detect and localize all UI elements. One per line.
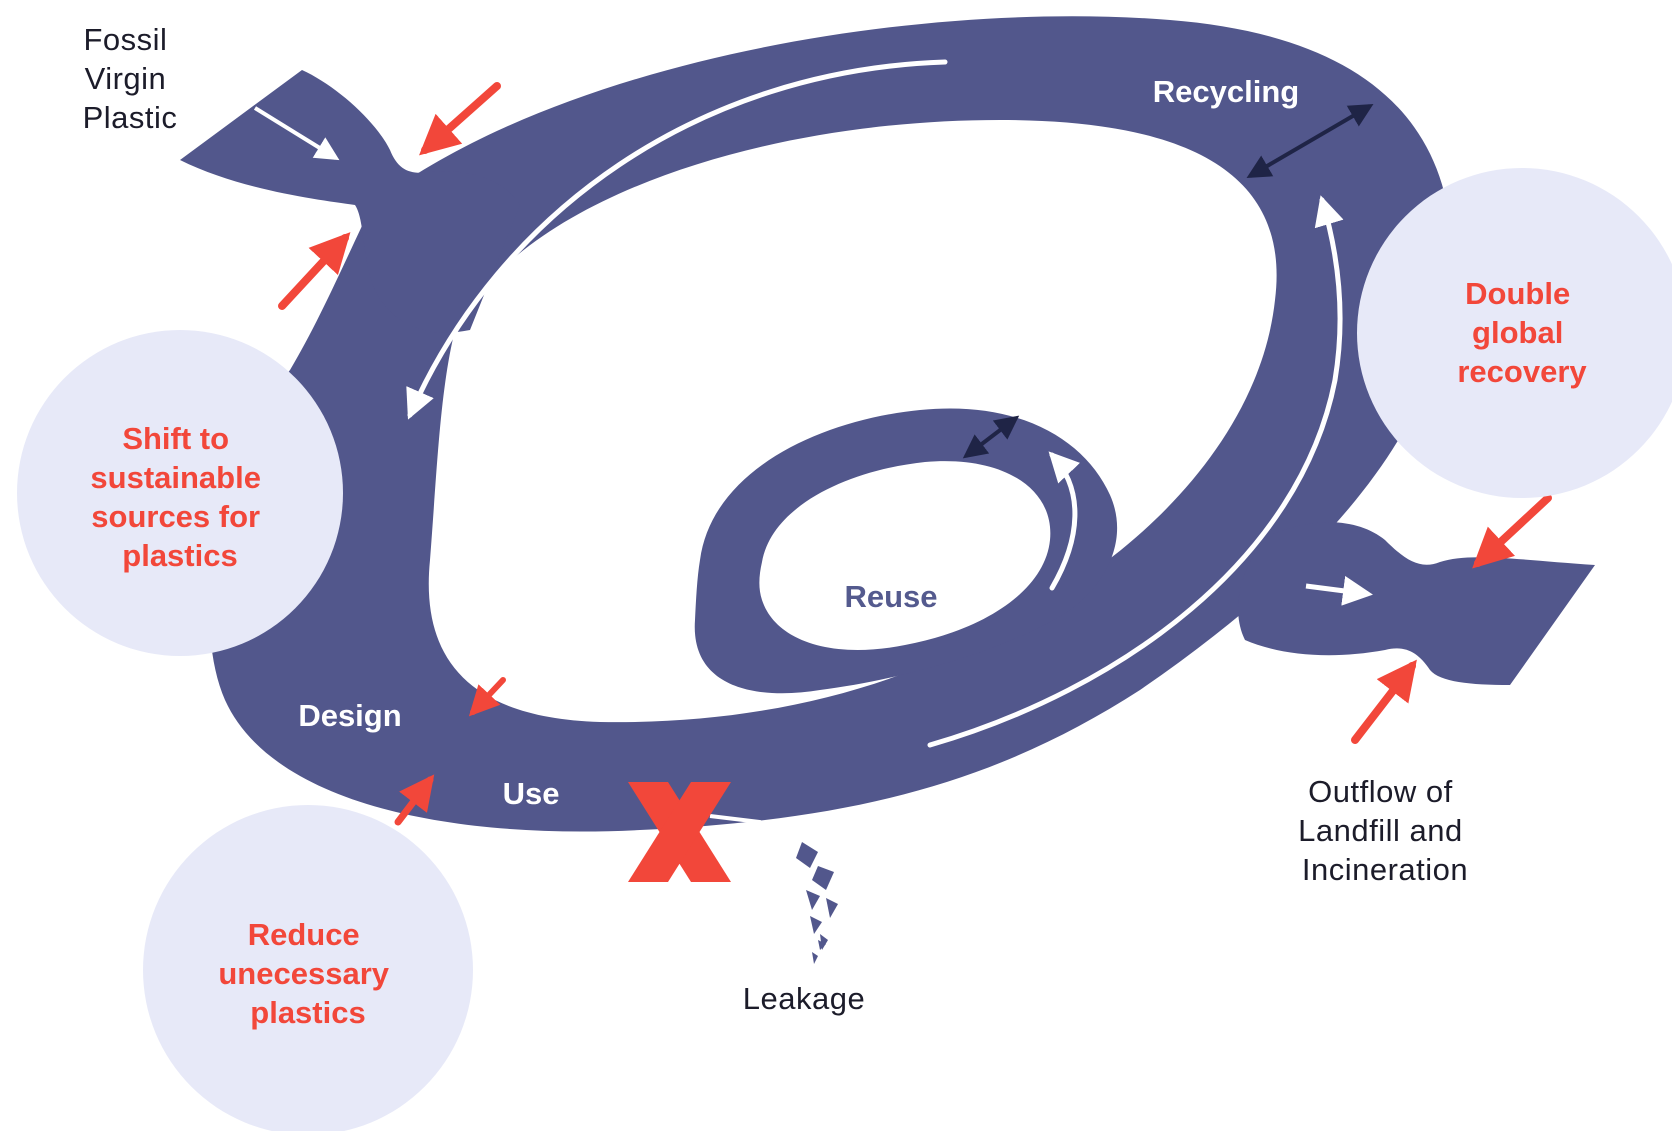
design-label: Design [298, 698, 401, 733]
red-arrow-design [468, 677, 506, 717]
fossil-label: Fossil Virgin Plastic [83, 22, 178, 135]
reuse-label: Reuse [844, 579, 937, 614]
bubble-double-text: Double global recovery [1457, 276, 1587, 389]
flow-arrow-reuse [1048, 451, 1081, 591]
recycling-label: Recycling [1153, 74, 1299, 109]
leakage-label: Leakage [743, 981, 865, 1016]
bubble-reduce-text: Reduce unecessary plastics [218, 917, 397, 1030]
red-arrow-outflow-top [1472, 494, 1552, 569]
red-arrow-outflow-bottom [1351, 659, 1417, 744]
leakage-debris [796, 842, 838, 964]
fossil-inflow-arrow [253, 106, 340, 161]
outflow-funnel [1238, 522, 1595, 685]
recycling-exchange-arrow [1246, 103, 1374, 179]
bubble-shift-text: Shift to sustainable sources for plastic… [90, 421, 269, 573]
bubble-reduce [143, 805, 473, 1131]
fossil-input-funnel [180, 70, 520, 333]
outflow-arrow [1305, 575, 1373, 606]
x-mark-icon [628, 782, 731, 882]
outflow-label: Outflow of Landfill and Incineration [1298, 774, 1472, 887]
red-arrow-fossil-top [419, 82, 501, 156]
red-arrow-fossil-bottom [278, 232, 351, 310]
flow-arrow-top [406, 59, 948, 420]
bubble-double [1357, 168, 1672, 498]
bubble-shift [17, 330, 343, 656]
main-flow-loop [209, 16, 1453, 832]
flow-arrow-right [927, 195, 1344, 748]
red-arrow-use [394, 774, 435, 826]
reuse-exchange-arrow [962, 415, 1020, 459]
use-label: Use [503, 776, 560, 811]
reuse-loop [694, 408, 1118, 694]
leak-crack [709, 814, 778, 838]
